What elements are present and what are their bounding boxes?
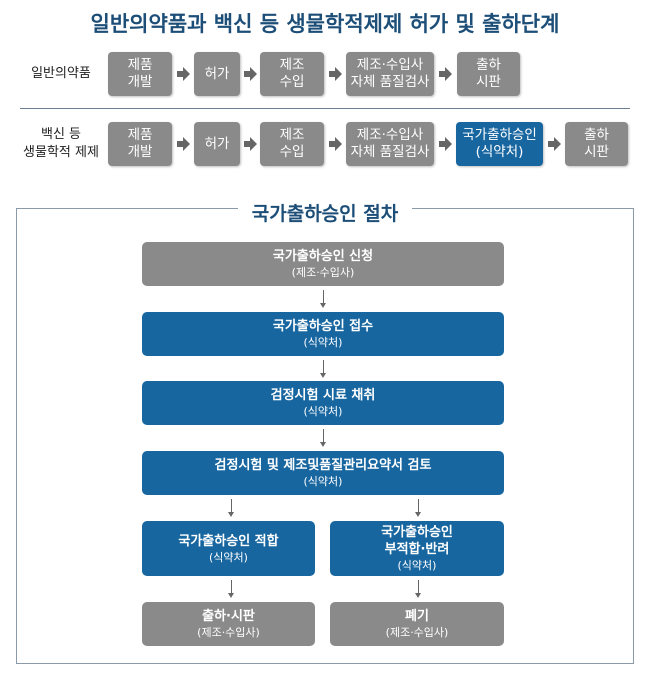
arrow-head [320,303,326,308]
arrow-down-icon [231,499,232,513]
arrow-head [415,593,421,598]
procedure-frame [16,208,634,664]
step-sub: (식약처) [303,336,343,349]
arrow-down-icon [418,499,419,513]
step-sub: (식약처) [209,550,248,564]
step-sub: (제조·수입사) [291,266,355,279]
arrow-head [415,512,421,517]
proc-step-disposal: 폐기 (제조·수입사) [330,602,504,646]
step-main: 폐기 [405,609,429,624]
step-product-development: 제품 개발 [108,122,172,166]
row-label-biologics: 백신 등 생물학적 제제 [23,127,99,160]
step-sub: (제조·수입사) [385,626,449,639]
arrow-head [320,373,326,378]
row-label-general: 일반의약품 [31,66,91,81]
arrow-down-icon [323,429,324,443]
step-release-sale: 출하 시판 [565,122,628,166]
step-main: 국가출하승인 적합 [178,533,279,549]
step-self-quality-test: 제조·수입사 자체 품질검사 [346,122,434,166]
arrow-head [228,512,234,517]
step-main: 국가출하승인 접수 [272,319,374,334]
step-sub: (식약처) [303,405,343,418]
main-title: 일반의약품과 백신 등 생물학적제제 허가 및 출하단계 [90,12,560,36]
step-sub: (식약처) [303,475,343,488]
proc-step-fail: 국가출하승인 부적합·반려 (식약처) [330,521,504,576]
step-sub: (제조·수입사) [197,626,260,639]
step-main: 검정시험 시료 채취 [270,388,376,403]
step-main: 국가출하승인 부적합·반려 [381,525,453,557]
step-manufacture-import: 제조 수입 [260,122,324,166]
step-release-sale: 출하 시판 [457,52,520,96]
step-sub: (식약처) [397,559,437,572]
proc-step-application: 국가출하승인 신청 (제조·수입사) [142,242,504,286]
divider [20,108,630,109]
step-main: 검정시험 및 제조및품질관리요약서 검토 [214,458,432,473]
arrow-head [228,593,234,598]
step-main: 국가출하승인 신청 [272,249,374,264]
proc-step-release: 출하·시판 (제조·수입사) [142,602,315,646]
arrow-down-icon [323,290,324,304]
step-manufacture-import: 제조 수입 [260,52,324,96]
step-main: 출하·시판 [202,609,255,624]
procedure-title-wrap: 국가출하승인 절차 [0,199,650,226]
step-approval: 허가 [194,122,240,166]
step-approval: 허가 [194,52,240,96]
step-self-quality-test: 제조·수입사 자체 품질검사 [346,52,434,96]
arrow-down-icon [418,580,419,594]
proc-step-review: 검정시험 및 제조및품질관리요약서 검토 (식약처) [142,451,504,495]
proc-step-sampling: 검정시험 시료 채취 (식약처) [142,381,504,425]
proc-step-receipt: 국가출하승인 접수 (식약처) [142,312,504,356]
step-product-development: 제품 개발 [108,52,172,96]
arrow-down-icon [323,360,324,374]
arrow-head [320,442,326,447]
procedure-title: 국가출하승인 절차 [237,203,413,225]
step-national-lot-release: 국가출하승인 (식약처) [456,122,543,166]
proc-step-pass: 국가출하승인 적합 (식약처) [142,521,315,576]
arrow-down-icon [231,580,232,594]
